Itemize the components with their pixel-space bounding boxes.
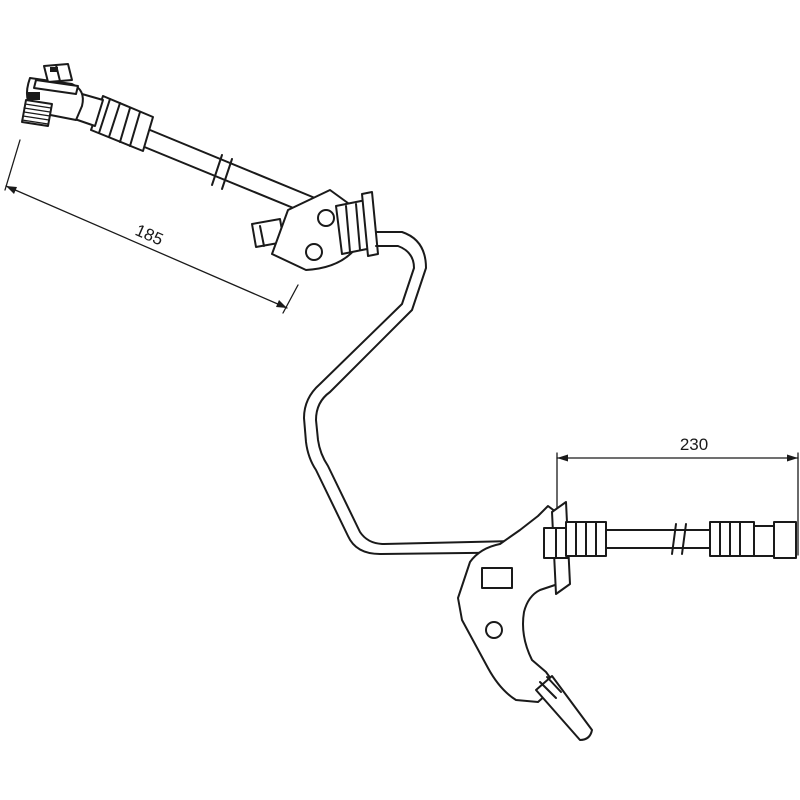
dimension-left-arrow-end xyxy=(276,300,287,308)
dimension-left-label: 185 xyxy=(132,221,166,250)
lower-hose-end-cap xyxy=(773,521,797,559)
dimension-right-arrow-end xyxy=(787,454,798,462)
lower-hose xyxy=(543,521,797,559)
dimension-right: 230 xyxy=(556,435,799,556)
lower-hose-break-mark xyxy=(681,523,687,555)
dimension-left-line xyxy=(5,185,288,309)
dimension-right-label: 230 xyxy=(680,435,708,454)
lower-bracket xyxy=(457,501,593,741)
banjo-fitting xyxy=(21,63,84,127)
upper-hose-break-mark xyxy=(221,158,233,190)
rigid-brake-pipe xyxy=(303,231,557,555)
dimension-left-arrow-start xyxy=(6,186,17,194)
upper-hose xyxy=(65,91,316,215)
lower-bracket-hole xyxy=(485,621,503,639)
upper-hose-break-mark xyxy=(211,154,223,186)
dimension-left-extension-start xyxy=(4,139,21,191)
upper-bracket-hole xyxy=(317,209,335,227)
lower-hose-break-mark xyxy=(671,523,677,555)
lower-bracket-slot xyxy=(481,567,513,589)
dimension-right-arrow-start xyxy=(557,454,568,462)
lower-hose-ferrule-right xyxy=(709,521,755,557)
dimension-left-extension-end xyxy=(282,284,299,314)
lower-hose-end-fitting xyxy=(753,525,775,557)
upper-bracket-hole xyxy=(305,243,323,261)
upper-bracket xyxy=(251,189,379,271)
lower-bracket-plate xyxy=(457,505,559,703)
